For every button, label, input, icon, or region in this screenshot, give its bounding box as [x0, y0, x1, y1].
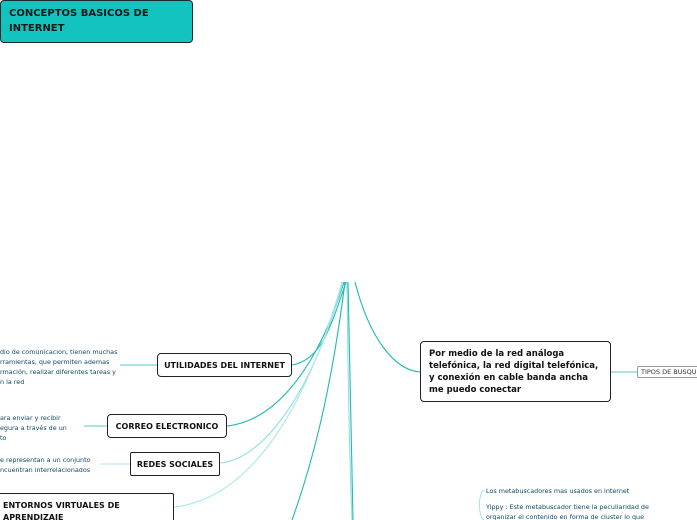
note-redes: e representan a un conjunto ncuentran in…	[0, 455, 91, 475]
note-line: n la red	[0, 378, 25, 386]
note-line: rramientas, que permiten ademas	[0, 358, 110, 366]
note-line: Los metabuscadores mas usados en interne…	[486, 487, 630, 495]
branch-utilidades[interactable]: UTILIDADES DEL INTERNET	[157, 353, 292, 377]
branch-entornos-label: ENTORNOS VIRTUALES DE APRENDIZAJE	[3, 501, 120, 520]
note-line: ncuentran interrelacionados	[0, 466, 91, 474]
branch-tipos-busqueda[interactable]: TIPOS DE BUSQU	[637, 366, 697, 378]
branch-entornos[interactable]: ENTORNOS VIRTUALES DE APRENDIZAJE	[0, 493, 174, 520]
branch-utilidades-label: UTILIDADES DEL INTERNET	[164, 360, 285, 370]
note-line: rmación, realizar diferentes tareas y	[0, 368, 116, 376]
branch-conexion[interactable]: Por medio de la red análoga telefónica, …	[420, 341, 611, 402]
note-utilidades: dio de comunicacion, tienen muchas rrami…	[0, 347, 117, 387]
note-line: e representan a un conjunto	[0, 456, 91, 464]
note-correo: ara enviar y recibir egura a través de u…	[0, 413, 67, 443]
note-line: egura a través de un	[0, 424, 67, 432]
branch-redes-label: REDES SOCIALES	[136, 459, 214, 469]
branch-conexion-label: Por medio de la red análoga telefónica, …	[429, 349, 599, 395]
note-metabuscadores-title: Los metabuscadores mas usados en interne…	[486, 486, 629, 496]
root-title: CONCEPTOS BASICOS DE INTERNET	[9, 8, 149, 34]
note-line: Yippy : Este metabuscador tiene la pecul…	[486, 503, 649, 511]
branch-correo[interactable]: CORREO ELECTRONICO	[107, 414, 227, 438]
note-yippy: Yippy : Este metabuscador tiene la pecul…	[486, 502, 649, 520]
root-node[interactable]: CONCEPTOS BASICOS DE INTERNET	[0, 0, 193, 43]
note-line: dio de comunicacion, tienen muchas	[0, 348, 118, 356]
note-line: to	[0, 434, 7, 442]
branch-correo-label: CORREO ELECTRONICO	[115, 421, 219, 431]
branch-redes[interactable]: REDES SOCIALES	[130, 452, 220, 476]
note-line: ara enviar y recibir	[0, 414, 61, 422]
branch-tipos-busqueda-label: TIPOS DE BUSQU	[641, 368, 697, 376]
note-line: organizar el contenido en forma de clust…	[486, 513, 645, 520]
